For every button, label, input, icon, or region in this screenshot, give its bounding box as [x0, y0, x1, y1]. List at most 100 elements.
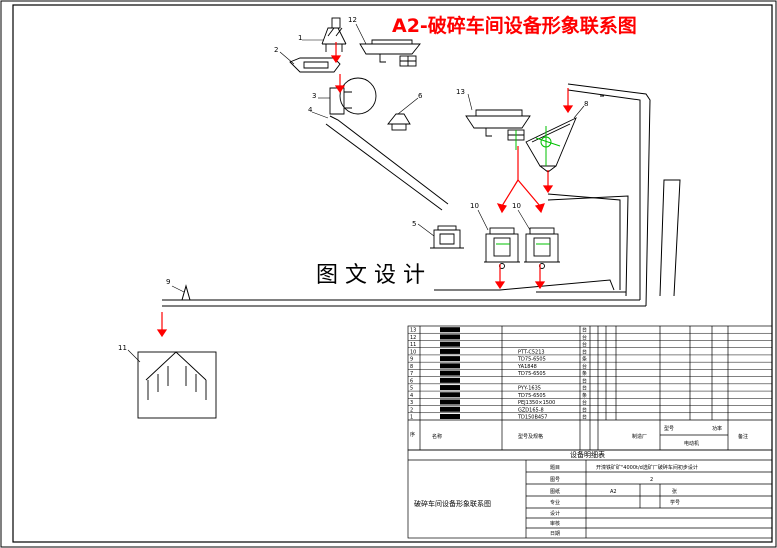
bom-row-number: 4 [410, 393, 413, 399]
tb-label-sheet-count: 张 [672, 488, 677, 495]
bom-row-name-redacted [440, 413, 460, 419]
bom-row-name-redacted [440, 406, 460, 412]
label-9: 9 [166, 278, 170, 286]
bom-row-model: TD75-6505 [517, 393, 546, 399]
tb-header: 设备明细表 [570, 450, 605, 459]
bom-row-number: 8 [410, 364, 413, 370]
bom-row-name-redacted [440, 356, 460, 362]
bom-row-unit: 条 [582, 392, 587, 399]
bom-row-model: GZD165-8 [518, 407, 544, 413]
bom-row-number: 2 [410, 407, 413, 413]
bom-row-unit: 台 [582, 414, 587, 421]
bom-row-unit: 台 [582, 385, 587, 392]
bom-col-motor: 电动机 [684, 440, 699, 447]
bom-row-model: YA1848 [517, 364, 537, 370]
equipment-6-unit [387, 113, 411, 131]
bom-row-unit: 台 [582, 334, 587, 341]
tb-topic: 开滦铁矿矿"4000t/d选矿厂破碎车间初步设计 [596, 464, 698, 471]
label-10b: 10 [512, 202, 521, 210]
bom-row-name-redacted [440, 363, 460, 369]
bom-row-number: 7 [410, 371, 413, 377]
bom-row-name-redacted [440, 377, 460, 383]
equipment-12-hoist [359, 39, 421, 67]
bom-row-name-redacted [440, 399, 460, 405]
guide-lines [496, 126, 561, 245]
tb-label-topic: 题目 [550, 465, 560, 471]
bom-row-unit: 台 [582, 399, 587, 406]
label-3: 3 [312, 92, 316, 100]
bom-col-seq: 序 [410, 431, 415, 438]
bom-row-model: PEJ1350×1500 [518, 400, 555, 406]
bom-row-number: 11 [410, 342, 416, 348]
label-12: 12 [348, 16, 357, 24]
inner-border [12, 4, 773, 543]
bom-col-power: 功率 [712, 425, 722, 432]
bom-col-model: 型号及规格 [518, 433, 543, 440]
label-8: 8 [584, 100, 588, 108]
flow-arrows [156, 42, 574, 338]
bom-row-unit: 条 [582, 370, 587, 377]
bom-row-number: 13 [410, 328, 416, 334]
label-6: 6 [418, 92, 423, 100]
bom-row-name-redacted [440, 348, 460, 354]
bom-row-unit: 条 [582, 356, 587, 363]
tb-sheet-no: 2 [650, 477, 653, 483]
bom-row-unit: 台 [582, 348, 587, 355]
equipment-13-hoist [465, 109, 531, 141]
bom-col-maker: 制造厂 [632, 433, 647, 440]
title-block [407, 449, 773, 539]
equipment-10b-crusher [524, 227, 560, 269]
bom-row-number: 9 [410, 357, 413, 363]
label-1: 1 [298, 34, 302, 42]
tb-drawing-name: 破碎车间设备形象联系图 [414, 499, 491, 508]
label-10a: 10 [470, 202, 479, 210]
bom-row-name-redacted [440, 327, 460, 333]
tb-label-major: 专业 [550, 499, 560, 506]
bom-row-model: TD150B457 [517, 415, 547, 421]
bom-row-model: TD75-6505 [517, 357, 546, 363]
tb-label-scale: 图纸 [550, 488, 560, 495]
label-5: 5 [412, 220, 416, 228]
bom-row-unit: 台 [582, 363, 587, 370]
bom-row-unit: 台 [582, 341, 587, 348]
watermark-text: 图 文 设 计 [316, 263, 425, 288]
label-13: 13 [456, 88, 465, 96]
equipment-1-hopper [321, 17, 347, 52]
equipment-3-jaw-crusher [329, 77, 377, 115]
bom-row-unit: 台 [582, 327, 587, 334]
bom-col-note: 备注 [738, 433, 748, 440]
label-2: 2 [274, 46, 278, 54]
drawing-title: A2-破碎车间设备形象联系图 [392, 14, 637, 37]
bom-row-unit: 台 [582, 406, 587, 413]
equipment-11-bin [137, 351, 217, 419]
bom-row-name-redacted [440, 392, 460, 398]
bom-row-number: 10 [410, 349, 416, 355]
tb-label-student-no: 学号 [670, 499, 680, 506]
tb-size: A2 [610, 489, 617, 495]
bom-row-name-redacted [440, 370, 460, 376]
leader-lines [127, 23, 585, 363]
bom-row-name-redacted [440, 334, 460, 340]
bom-row-model: PTT-C5213 [518, 349, 545, 355]
bom-col-name: 名称 [432, 433, 442, 440]
equipment-10a-crusher [484, 227, 520, 269]
conveyor-lines [162, 83, 681, 307]
tb-label-design: 设计 [550, 510, 560, 517]
bom-row-name-redacted [440, 385, 460, 391]
bom-col-type: 型号 [664, 425, 674, 432]
tb-label-review: 审核 [550, 520, 560, 527]
bom-row-model: PYY-1635 [518, 386, 541, 392]
label-4: 4 [308, 106, 313, 114]
equipment-labels: 1 2 3 4 5 6 8 9 10 10 11 12 13 [118, 16, 588, 352]
label-11: 11 [118, 344, 127, 352]
bom-row-number: 12 [410, 335, 416, 341]
tb-label-date: 日期 [550, 531, 560, 537]
bom-row-unit: 台 [582, 377, 587, 384]
equipment-2-feeder [289, 57, 341, 73]
equipment-8-screen [525, 117, 577, 173]
bom-row-model: TD75-6505 [517, 371, 546, 377]
bom-row-number: 6 [410, 378, 413, 384]
